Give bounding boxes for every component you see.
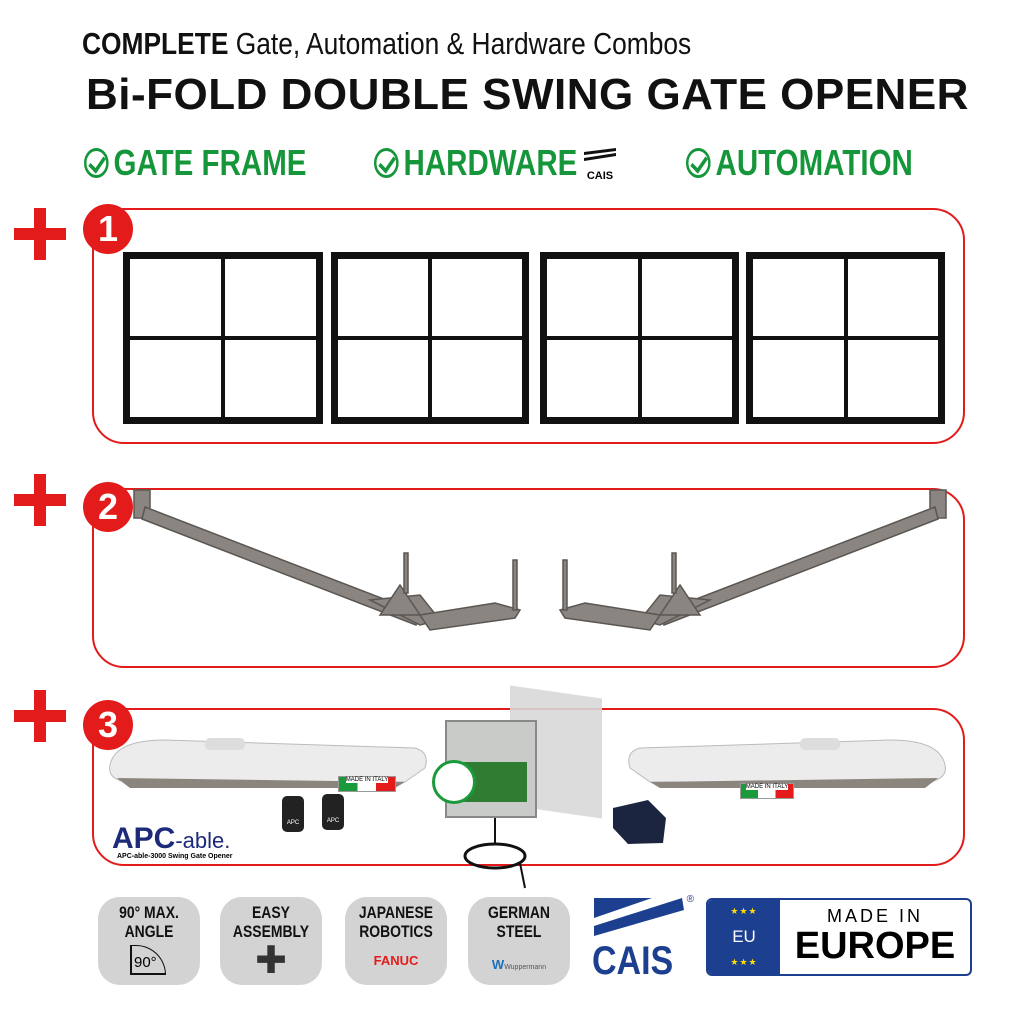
check-circle-icon — [84, 148, 109, 178]
subtitle: COMPLETE Gate, Automation & Hardware Com… — [82, 26, 692, 61]
plus-icon — [14, 474, 66, 526]
gate-motor-right — [628, 738, 946, 788]
product-caption: APC-able-3000 Swing Gate Opener — [117, 853, 233, 860]
gate-panel — [123, 252, 323, 424]
eu-flag-icon: ★★★★★★EU — [708, 900, 780, 974]
made-in-italy-tag: MADE IN ITALY — [740, 783, 794, 799]
cais-logo: ® CAIS — [592, 894, 694, 983]
gate-panel — [331, 252, 529, 424]
hardware-section — [92, 488, 965, 668]
plus-icon — [14, 208, 66, 260]
plus-icon — [14, 690, 66, 742]
remote-control: APC — [322, 794, 344, 830]
wuppermann-logo: WWuppermann — [491, 957, 547, 972]
step-number-3: 3 — [83, 700, 133, 750]
check-circle-icon — [374, 148, 399, 178]
puzzle-icon: ✚ — [255, 940, 287, 982]
step-number-1: 1 — [83, 204, 133, 254]
check-automation: AUTOMATION — [686, 142, 913, 184]
cais-small-logo: CAIS — [582, 148, 618, 182]
gate-panel — [746, 252, 945, 424]
check-gate-frame: GATE FRAME — [84, 142, 306, 184]
mounting-bracket — [613, 800, 666, 844]
angle-icon: 90° — [130, 945, 166, 975]
check-circle-icon — [686, 148, 711, 178]
check-hardware: HARDWARE — [374, 142, 577, 184]
apc-able-logo: APC-able. — [112, 822, 231, 855]
gate-panel — [540, 252, 739, 424]
page-title: Bi-FOLD DOUBLE SWING GATE OPENER — [86, 70, 969, 119]
gate-motor-left — [109, 738, 427, 788]
fanuc-logo: FANUC — [373, 953, 419, 968]
badge-max-angle: 90° MAX.ANGLE 90° — [98, 897, 200, 985]
gate-frame-section — [92, 208, 965, 444]
step-number-2: 2 — [83, 482, 133, 532]
made-in-italy-tag: MADE IN ITALY — [338, 776, 396, 792]
power-cable — [463, 818, 527, 889]
logico-seal — [432, 760, 476, 804]
remote-control: APC — [282, 796, 304, 832]
bifold-hardware-arms — [133, 489, 947, 631]
